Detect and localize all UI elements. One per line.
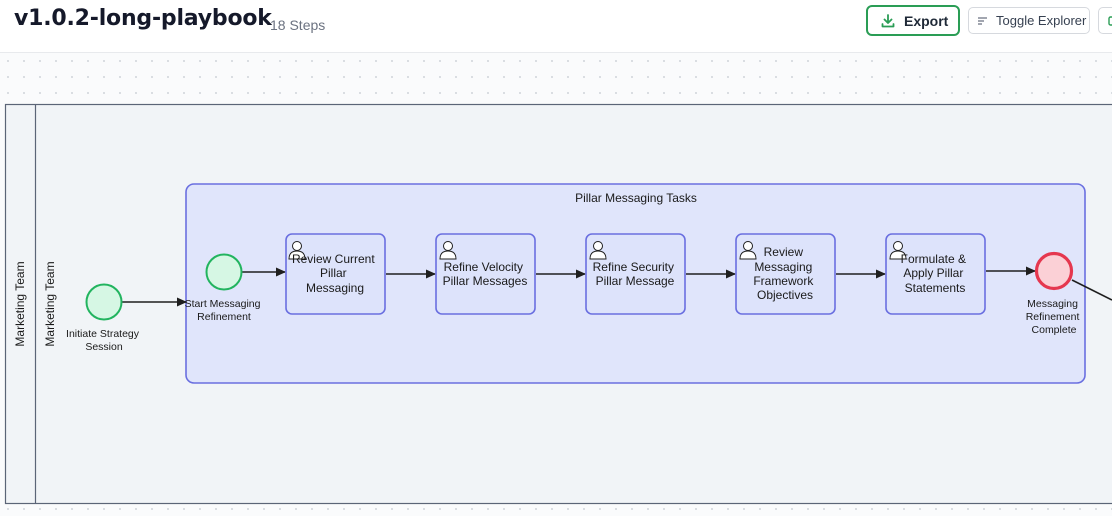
task-label-line: Messaging xyxy=(754,260,812,274)
task-formulate-apply-pillar-statements[interactable]: Formulate & Apply Pillar Statements xyxy=(885,233,986,315)
export-label: Export xyxy=(904,12,949,29)
task-label-line: Refine Security xyxy=(593,260,674,274)
subprocess-end-label-line: Complete xyxy=(1032,324,1077,336)
task-label-line: Apply Pillar xyxy=(903,266,963,280)
subprocess-end-event[interactable] xyxy=(1034,251,1074,291)
task-label: Review Messaging Framework Objectives xyxy=(753,245,816,302)
more-button[interactable] xyxy=(1098,7,1112,34)
list-icon xyxy=(978,16,987,25)
user-icon xyxy=(288,241,306,260)
lane-label: Marketing Team xyxy=(43,261,57,346)
task-box[interactable] xyxy=(285,233,386,315)
pool-label: Marketing Team xyxy=(13,261,27,346)
subprocess-start-label-line: Refinement xyxy=(197,311,251,323)
task-label: Refine Velocity Pillar Messages xyxy=(443,260,528,288)
diagram-canvas[interactable]: Marketing Team Marketing Team Pillar Mes… xyxy=(0,53,1112,516)
task-label-line: Pillar Messages xyxy=(443,274,528,288)
step-count: 18 Steps xyxy=(270,17,326,33)
flow-subend-outgoing[interactable] xyxy=(1071,279,1112,301)
task-label-line: Pillar xyxy=(320,266,347,280)
start-event[interactable] xyxy=(85,283,123,321)
task-review-current-pillar-messaging[interactable]: Review Current Pillar Messaging xyxy=(285,233,386,315)
process-diagram: Marketing Team Marketing Team Pillar Mes… xyxy=(4,103,1112,505)
download-icon xyxy=(881,13,895,27)
task-label: Review Current Pillar Messaging xyxy=(292,252,378,295)
subprocess-start-label: Start Messaging Refinement xyxy=(185,298,264,323)
page-header: v1.0.2-long-playbook 18 Steps Export Tog… xyxy=(0,0,1112,53)
start-event-label-line: Session xyxy=(85,341,123,353)
task-box[interactable] xyxy=(735,233,836,315)
subprocess-label: Pillar Messaging Tasks xyxy=(575,191,697,205)
user-icon xyxy=(589,241,607,260)
user-icon xyxy=(889,241,907,260)
page-title: v1.0.2-long-playbook xyxy=(14,6,272,31)
task-box[interactable] xyxy=(435,233,536,315)
task-box[interactable] xyxy=(585,233,686,315)
user-icon xyxy=(439,241,457,260)
task-label-line: Pillar Message xyxy=(596,274,675,288)
task-label-line: Review xyxy=(764,245,804,259)
toggle-explorer-button[interactable]: Toggle Explorer xyxy=(968,7,1090,34)
task-label-line: Statements xyxy=(905,281,966,295)
task-label: Refine Security Pillar Message xyxy=(593,260,678,288)
task-label-line: Refine Velocity xyxy=(444,260,523,274)
subprocess-end-label-line: Messaging xyxy=(1027,298,1078,310)
start-event-label: Initiate Strategy Session xyxy=(66,328,142,353)
task-label-line: Formulate & xyxy=(901,252,966,266)
task-box[interactable] xyxy=(885,233,986,315)
start-event-label-line: Initiate Strategy xyxy=(66,328,140,340)
user-icon xyxy=(739,241,757,260)
subprocess-end-label-line: Refinement xyxy=(1026,311,1080,323)
subprocess-end-label: Messaging Refinement Complete xyxy=(1026,298,1083,336)
copy-icon xyxy=(1108,15,1112,26)
task-label-line: Framework xyxy=(753,274,814,288)
subprocess-start-label-line: Start Messaging xyxy=(185,298,261,310)
toggle-explorer-label: Toggle Explorer xyxy=(996,13,1087,28)
export-button[interactable]: Export xyxy=(866,5,960,36)
task-review-messaging-framework-objectives[interactable]: Review Messaging Framework Objectives xyxy=(735,233,836,315)
subprocess-start-event[interactable] xyxy=(205,253,243,291)
task-label-line: Review Current xyxy=(292,252,375,266)
task-label-line: Messaging xyxy=(306,281,364,295)
task-refine-velocity-pillar-messages[interactable]: Refine Velocity Pillar Messages xyxy=(435,233,536,315)
task-refine-security-pillar-message[interactable]: Refine Security Pillar Message xyxy=(585,233,686,315)
task-label-line: Objectives xyxy=(757,288,813,302)
task-label: Formulate & Apply Pillar Statements xyxy=(901,252,970,295)
